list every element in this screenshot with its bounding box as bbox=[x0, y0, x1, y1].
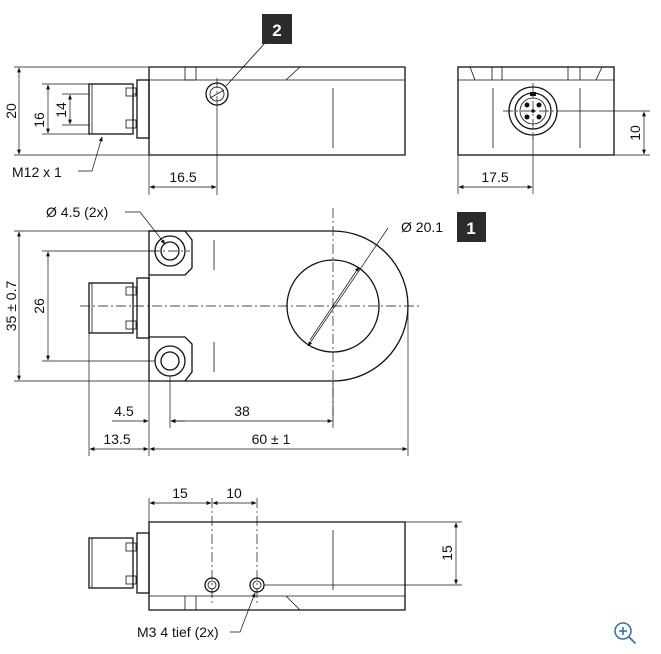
dim-height-14: 14 bbox=[53, 102, 69, 118]
dim-offset-4-5: 4.5 bbox=[114, 403, 134, 419]
mounting-hole-upper bbox=[150, 235, 190, 267]
callout-badge-1: 1 bbox=[457, 212, 486, 242]
dim-height-15: 15 bbox=[439, 545, 455, 561]
dim-height-26: 26 bbox=[31, 298, 47, 314]
sensor-body-bottom bbox=[148, 521, 406, 611]
dim-spacing-15: 15 bbox=[172, 485, 188, 501]
thread-holes-label: M3 4 tief (2x) bbox=[137, 624, 219, 640]
connector-front bbox=[88, 79, 150, 139]
front-view: 2 20 16 14 M12 x 1 16.5 bbox=[3, 14, 406, 195]
side-view: 17.5 10 bbox=[457, 66, 650, 194]
callout-badge-2: 2 bbox=[262, 14, 292, 44]
dim-spacing-10: 10 bbox=[226, 485, 242, 501]
zoom-in-icon bbox=[614, 622, 636, 644]
dim-side-10: 10 bbox=[627, 125, 643, 141]
dim-side-17-5: 17.5 bbox=[481, 169, 508, 185]
callout-2-label: 2 bbox=[272, 21, 281, 40]
zoom-in-button[interactable] bbox=[612, 620, 638, 646]
callout-1-label: 1 bbox=[466, 219, 475, 238]
sensor-body-front bbox=[148, 66, 406, 156]
dim-length-60: 60 ± 1 bbox=[252, 431, 291, 447]
dim-offset-16-5: 16.5 bbox=[169, 169, 196, 185]
screw-front bbox=[205, 78, 229, 110]
mounting-hole-lower bbox=[154, 345, 186, 377]
dim-height-16: 16 bbox=[31, 112, 47, 128]
connector-bottom bbox=[88, 532, 150, 594]
bottom-view: 15 10 15 M3 4 tief (2x) bbox=[88, 485, 462, 640]
dim-bore-dia: Ø 20.1 bbox=[401, 219, 443, 235]
dim-height-35: 35 ± 0.7 bbox=[3, 281, 19, 332]
connector-top bbox=[88, 277, 150, 339]
dim-length-38: 38 bbox=[234, 403, 250, 419]
dim-offset-13-5: 13.5 bbox=[103, 431, 130, 447]
connector-face bbox=[503, 83, 563, 140]
top-view: Ø 20.1 1 Ø 4.5 (2x) 35 ± 0.7 26 4.5 38 bbox=[3, 204, 486, 456]
dim-height-20: 20 bbox=[3, 103, 19, 119]
thread-label: M12 x 1 bbox=[12, 164, 62, 180]
dim-hole-dia: Ø 4.5 (2x) bbox=[46, 204, 108, 220]
